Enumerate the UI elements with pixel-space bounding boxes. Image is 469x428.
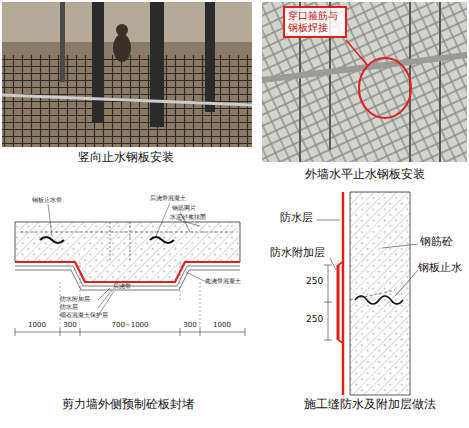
caption-text: 外墙水平止水钢板安装	[305, 168, 425, 182]
part-label: 250	[306, 314, 323, 324]
construction-joint-section	[317, 192, 418, 395]
part-label: 300	[63, 321, 76, 329]
part-label: 防水层	[60, 304, 78, 311]
precast-panel-section	[15, 203, 245, 336]
callout-box: 穿口箍筋与钢板焊接	[283, 6, 347, 38]
part-label: 1000	[213, 321, 231, 329]
part-label: 细石混凝土保护层	[60, 312, 108, 319]
part-label: 钢筋砼	[420, 236, 453, 249]
part-label: 防水附加层	[60, 296, 90, 303]
photo-horizontal-waterstop	[262, 2, 467, 162]
caption-text: 剪力墙外侧预制砼板封堵	[62, 398, 194, 412]
part-label: 防水附加层	[270, 247, 325, 260]
part-label: 先浇带混凝土	[205, 278, 241, 285]
part-label: 钢筋网片	[172, 205, 196, 212]
photo-vertical-waterstop	[2, 2, 252, 147]
callout-text: 穿口箍筋与钢板焊接	[288, 10, 342, 34]
part-label: 300	[183, 321, 196, 329]
part-label: 防水层	[280, 212, 313, 225]
caption-text: 竖向止水钢板安装	[78, 151, 174, 165]
part-label: 后浇带混凝土	[150, 195, 186, 202]
part-label: 后浇带	[113, 283, 131, 290]
caption-text: 施工缝防水及附加层做法	[304, 398, 436, 412]
part-label: 1000	[28, 321, 46, 329]
part-label: 水泥砂浆抹面	[170, 214, 206, 221]
part-label: 钢板止水带	[32, 197, 62, 204]
part-label: 700~1000	[111, 321, 148, 329]
part-label: 钢板止水	[418, 262, 462, 275]
part-label: 250	[306, 276, 323, 286]
